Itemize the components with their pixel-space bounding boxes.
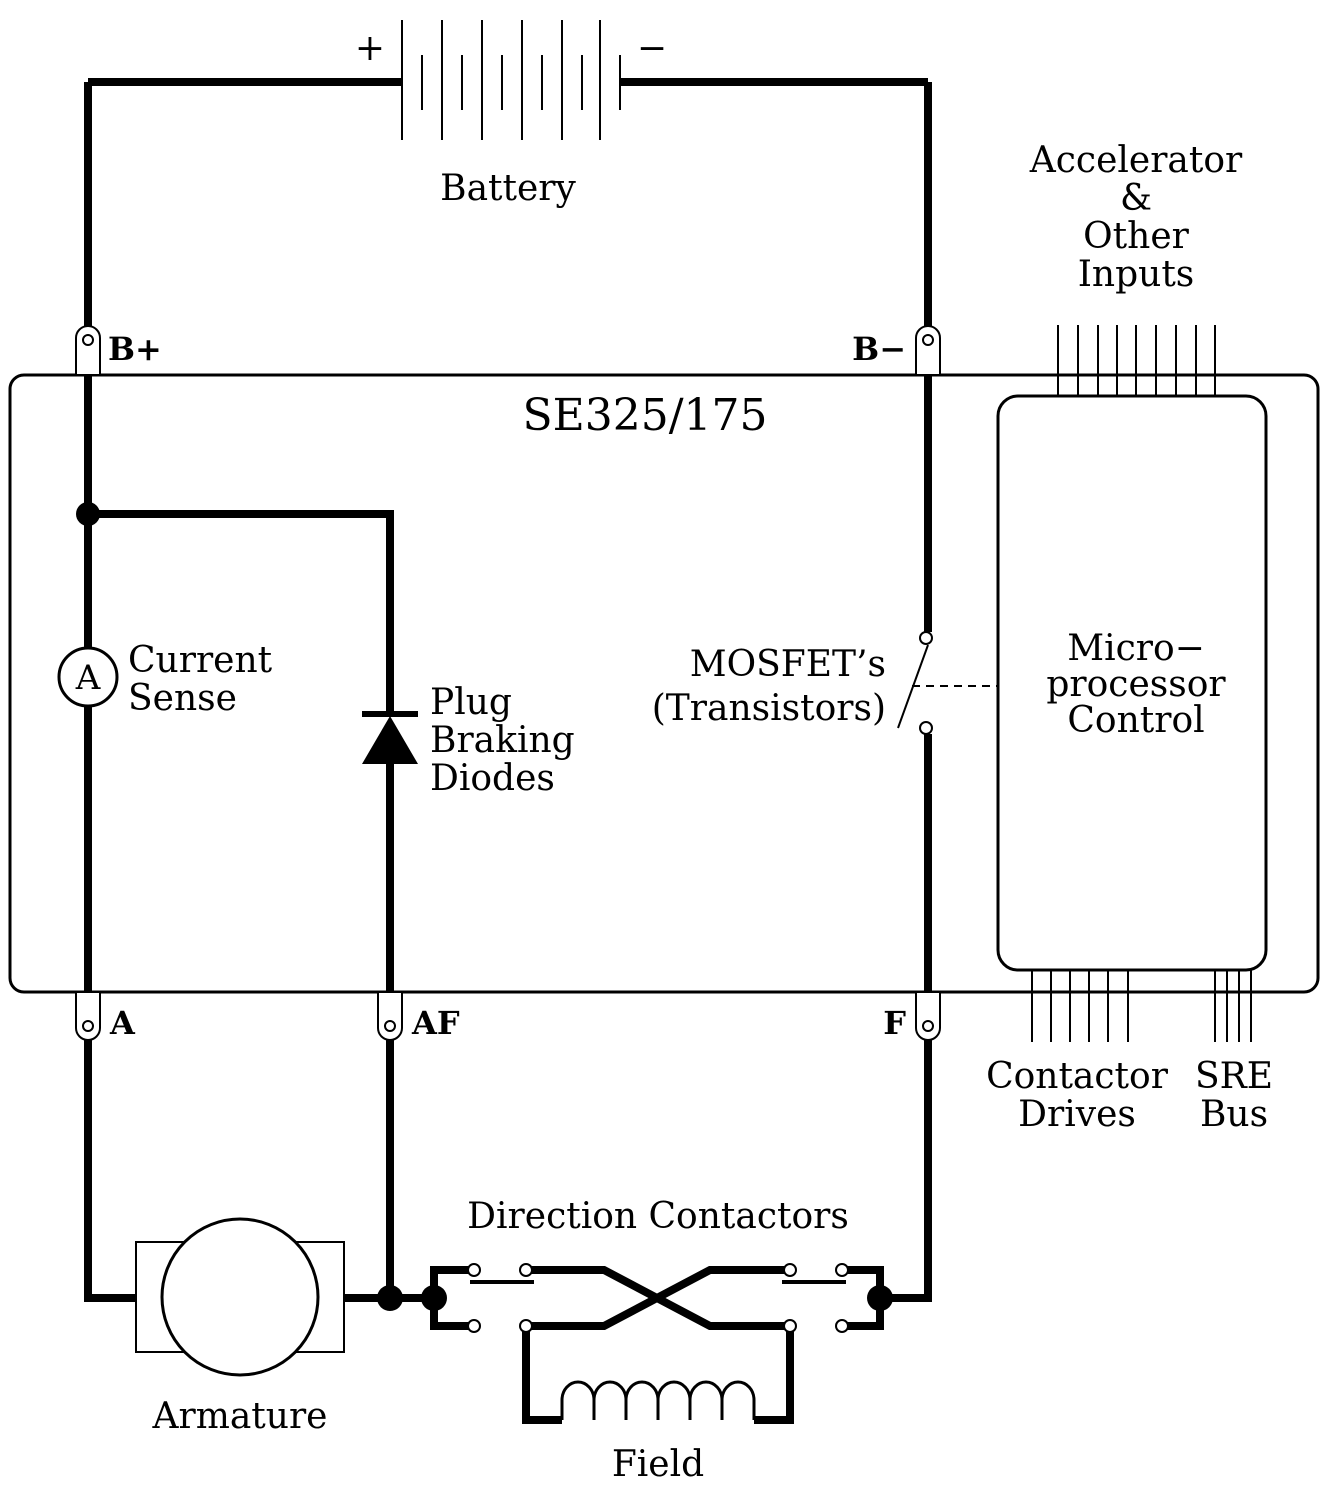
mosfet-switch-symbol	[897, 631, 933, 735]
direction-contactors-label: Direction Contactors	[467, 1196, 849, 1237]
direction-contactors-symbol	[430, 1263, 884, 1424]
micro-label-line3: Control	[1067, 700, 1204, 741]
plug-braking-diode-symbol	[362, 711, 418, 764]
terminal-a	[75, 991, 101, 1041]
inputs-label-line3: Other	[1083, 216, 1189, 257]
inputs-label-line1: Accelerator	[1029, 140, 1243, 181]
battery-symbol	[88, 20, 928, 140]
battery-label: Battery	[440, 168, 576, 209]
terminal-a-label: A	[109, 1004, 136, 1042]
terminal-af-label: AF	[411, 1004, 460, 1042]
input-signal-lines	[1057, 325, 1216, 396]
diode-label-line1: Plug	[430, 682, 512, 723]
mosfet-label-line1: MOSFET’s	[690, 644, 886, 685]
wire-a-to-armature	[84, 1040, 136, 1302]
junction-dot-af	[377, 1285, 403, 1311]
sre-label-line2: Bus	[1200, 1094, 1268, 1135]
ammeter-letter: A	[75, 658, 101, 698]
field-label: Field	[612, 1444, 704, 1485]
inputs-label-line2: &	[1120, 178, 1152, 219]
contactor-drive-lines	[1031, 970, 1129, 1042]
current-sense-line2: Sense	[128, 678, 237, 719]
contactor-label-line2: Drives	[1018, 1094, 1136, 1135]
controller-box	[8, 373, 1320, 994]
field-coil-symbol	[560, 1380, 756, 1420]
armature-symbol	[135, 1217, 345, 1377]
battery-plus-sign: +	[355, 28, 385, 69]
diode-label-line2: Braking	[430, 720, 575, 761]
contactor-label-line1: Contactor	[986, 1056, 1169, 1097]
diode-label-line3: Diodes	[430, 758, 555, 799]
terminal-b-minus	[915, 325, 941, 376]
micro-label-line1: Micro−	[1067, 628, 1205, 669]
terminal-f	[915, 991, 941, 1041]
inputs-label-line4: Inputs	[1078, 254, 1195, 295]
ammeter-symbol	[57, 646, 119, 708]
wire-f-down	[880, 1040, 932, 1302]
terminal-b-plus	[75, 325, 101, 376]
controller-model: SE325/175	[522, 390, 767, 441]
microprocessor-box	[996, 394, 1268, 972]
terminal-b-minus-label: B−	[852, 330, 906, 368]
mosfet-label-line2: (Transistors)	[652, 688, 886, 729]
terminal-af	[377, 991, 403, 1041]
armature-label: Armature	[152, 1396, 328, 1437]
terminal-f-label: F	[883, 1004, 906, 1042]
terminal-b-plus-label: B+	[108, 330, 162, 368]
current-sense-line1: Current	[128, 640, 273, 681]
sre-label-line1: SRE	[1195, 1056, 1273, 1097]
sre-bus-lines	[1214, 970, 1252, 1042]
micro-label-line2: processor	[1046, 664, 1226, 705]
wire-diode-path	[88, 510, 394, 992]
battery-minus-sign: −	[637, 28, 667, 69]
